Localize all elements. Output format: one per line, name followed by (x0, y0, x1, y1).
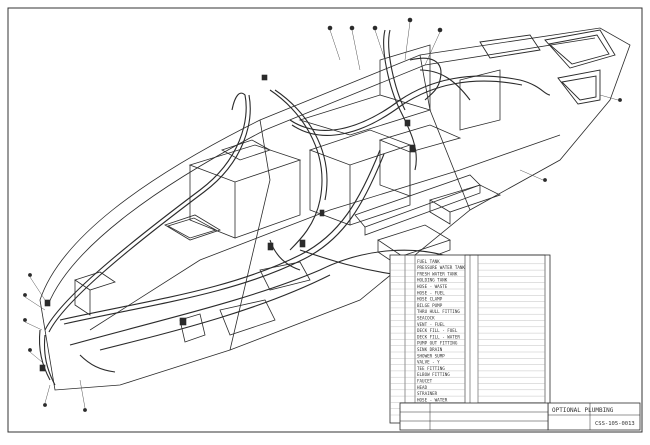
parts-list-item: VALVE - Y (417, 360, 440, 365)
deck-hatches (479, 29, 616, 105)
drawing-title: OPTIONAL PLUMBING (552, 407, 614, 414)
parts-list-item: SINK DRAIN (417, 347, 443, 352)
parts-list-item: HOLDING TANK (417, 278, 448, 283)
title-block: OPTIONAL PLUMBING CSS-105-0013 (399, 402, 641, 431)
parts-list-item: FAUCET (417, 379, 433, 384)
parts-list-item: DECK FILL - WATER (417, 334, 460, 339)
parts-list-item: HOSE CLAMP (417, 297, 443, 302)
parts-list-item: PUMP OUT FITTING (417, 341, 458, 346)
parts-list-item: STRAINER (417, 391, 438, 396)
hull-outline (39, 27, 631, 391)
parts-list-item: HOSE - WASTE (417, 284, 448, 289)
parts-list-item: SHOWER SUMP (417, 353, 445, 358)
sheet-border (7, 7, 643, 433)
fittings (23, 17, 622, 412)
parts-list-item: FRESH WATER TANK (417, 271, 458, 276)
parts-list-item: VENT - FUEL (417, 322, 445, 327)
drawing-number: CSS-105-0013 (595, 421, 635, 427)
parts-list-item: TEE FITTING (417, 366, 445, 371)
parts-list-item: THRU HULL FITTING (417, 309, 460, 314)
parts-list-item: HEAD (417, 385, 428, 390)
parts-list-item: PRESSURE WATER TANK (417, 265, 465, 270)
parts-list-item: SEACOCK (417, 316, 435, 321)
parts-list-item: ELBOW FITTING (417, 372, 450, 377)
parts-list-item: DECK FILL - FUEL (417, 328, 458, 333)
leader-lines (24, 21, 619, 409)
parts-list-item: HOSE - WATER (417, 397, 448, 402)
plumbing-hoses (38, 29, 551, 386)
parts-list-item: HOSE - FUEL (417, 290, 445, 295)
parts-list-item: FUEL TANK (417, 259, 440, 264)
parts-list-item: BILGE PUMP (417, 303, 443, 308)
